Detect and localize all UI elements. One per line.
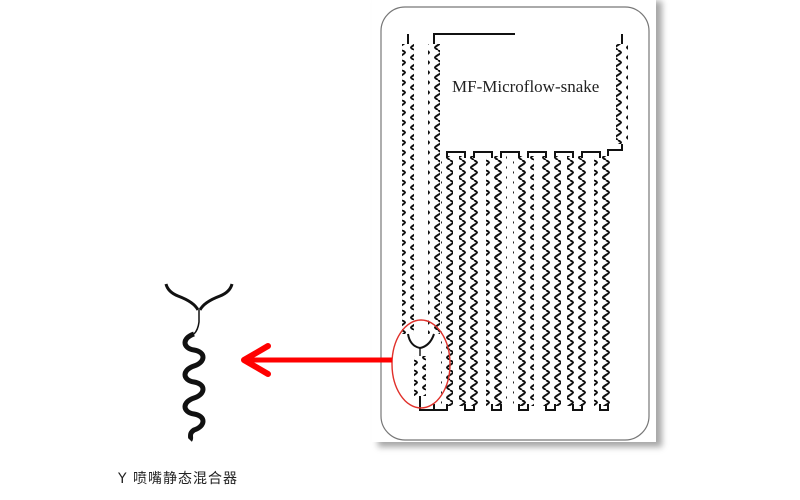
highlight-ellipse <box>391 319 451 409</box>
channel-column-left-1 <box>402 44 414 334</box>
channel-column-right <box>616 44 628 144</box>
channel-columns <box>441 156 614 406</box>
y-nozzle-detail <box>164 283 234 442</box>
red-arrow <box>241 343 392 377</box>
top-u-turns <box>446 151 601 158</box>
chip-title: MF-Microflow-snake <box>452 77 600 96</box>
detail-caption: Y 喷嘴静态混合器 <box>118 471 239 487</box>
channel-column-left-2 <box>428 44 440 334</box>
bottom-u-turns <box>433 404 609 411</box>
